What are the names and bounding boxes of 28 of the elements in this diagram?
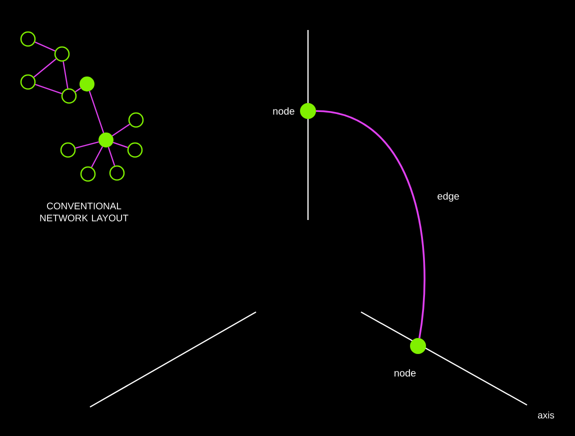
node-circle (20, 74, 36, 90)
node-circle (128, 112, 144, 128)
node-dot (80, 76, 94, 92)
edge-line (316, 110, 426, 338)
edge-line (62, 61, 68, 89)
text-label: axis (538, 412, 554, 418)
edge-line (34, 58, 56, 78)
edge-line (112, 142, 128, 148)
node-circle (20, 31, 36, 47)
edge-line (112, 124, 130, 136)
node-circle (109, 165, 125, 181)
node-circle (61, 88, 77, 104)
edge-line (88, 90, 104, 134)
edge-line (91, 146, 104, 168)
node-circle (60, 142, 76, 158)
edge-line (108, 146, 116, 166)
node-circle (54, 46, 70, 62)
edge-line (34, 42, 56, 52)
edge-line (35, 84, 62, 94)
edge-line (75, 88, 82, 92)
node-label: node (394, 369, 416, 377)
text-label: CONVENTIONAL NETWORK LAYOUT (40, 202, 128, 222)
edge-label: edge (436, 191, 460, 203)
node-circle (127, 142, 143, 158)
edge-line (75, 141, 99, 149)
node-circle (80, 166, 96, 182)
node-dot (98, 132, 114, 148)
node-label: node (273, 107, 294, 115)
